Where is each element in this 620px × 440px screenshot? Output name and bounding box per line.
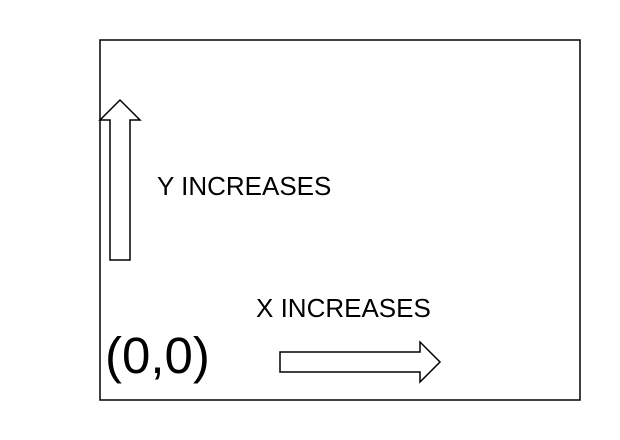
right-arrow-icon [279,340,442,384]
x-increases-label: X INCREASES [256,293,431,323]
frame-border [99,39,581,401]
origin-label: (0,0) [105,327,210,384]
up-arrow-icon [98,98,142,261]
y-increases-label: Y INCREASES [157,171,332,201]
